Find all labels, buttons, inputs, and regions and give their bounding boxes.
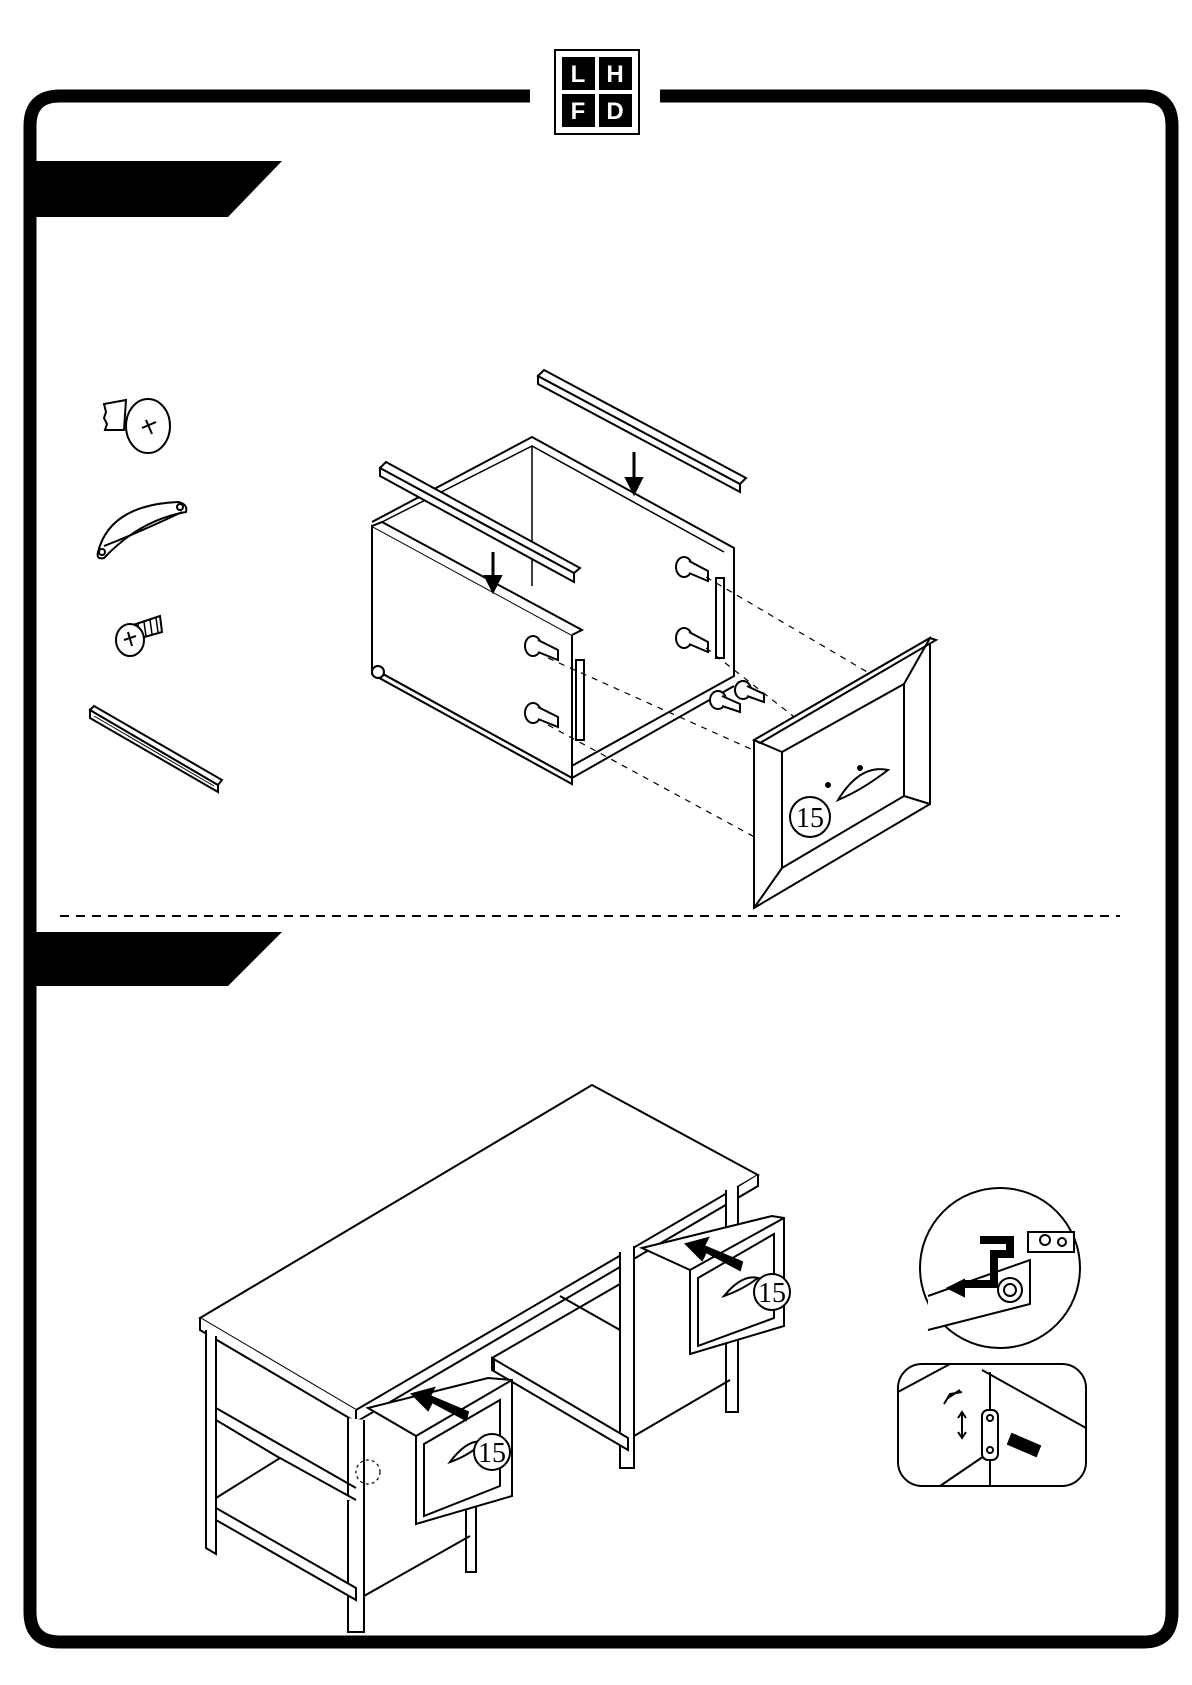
adjustment-detail-callout bbox=[898, 1364, 1086, 1486]
step-2-banner bbox=[36, 932, 282, 986]
machine-screw-icon bbox=[116, 616, 162, 656]
svg-text:15: 15 bbox=[758, 1278, 786, 1309]
drawer-front-15 bbox=[754, 638, 936, 908]
logo-letter-d: D bbox=[606, 98, 623, 125]
slide-detail-callout bbox=[920, 1188, 1080, 1348]
pan-head-screw-icon bbox=[104, 399, 170, 453]
svg-text:15: 15 bbox=[796, 803, 824, 834]
logo-letter-h: H bbox=[606, 61, 623, 88]
drawer-slide-rail-icon bbox=[90, 706, 222, 792]
part-label-15-step1: 15 bbox=[790, 797, 830, 837]
svg-text:15: 15 bbox=[478, 1438, 506, 1469]
part-label-15-left-drawer: 15 bbox=[474, 1434, 510, 1470]
logo-letter-l: L bbox=[571, 61, 586, 88]
part-label-15-right-drawer: 15 bbox=[754, 1274, 790, 1310]
step-1-banner bbox=[36, 161, 282, 217]
desk-diagram bbox=[200, 1085, 784, 1632]
logo-letter-f: F bbox=[571, 98, 586, 125]
cup-pull-handle-icon bbox=[98, 502, 187, 558]
brand-logo: L H F D bbox=[555, 50, 639, 134]
